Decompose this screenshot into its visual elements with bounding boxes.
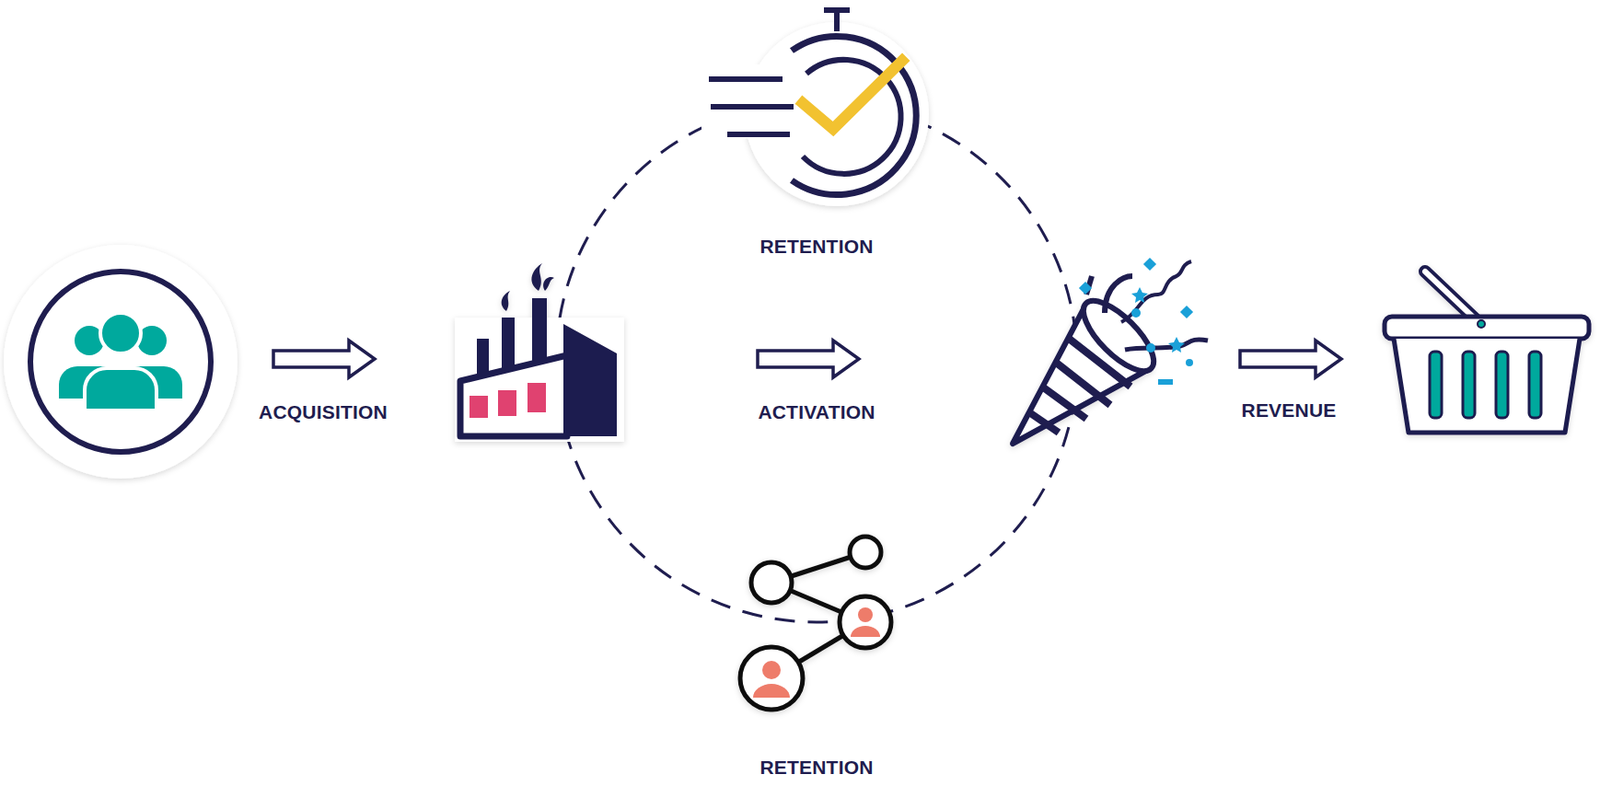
share-icon <box>740 536 892 710</box>
factory-icon <box>454 263 625 442</box>
stopwatch-icon <box>701 7 929 207</box>
stage-label: REVENUE <box>1241 399 1337 422</box>
stage-label: RETENTION <box>759 235 873 258</box>
stage-label: ACTIVATION <box>757 401 875 424</box>
stage-label: RETENTION <box>759 756 873 779</box>
party-popper-icon <box>1012 257 1208 444</box>
users-icon <box>3 244 238 479</box>
basket-icon <box>1384 271 1589 433</box>
stage-label: ACQUISITION <box>258 401 388 424</box>
